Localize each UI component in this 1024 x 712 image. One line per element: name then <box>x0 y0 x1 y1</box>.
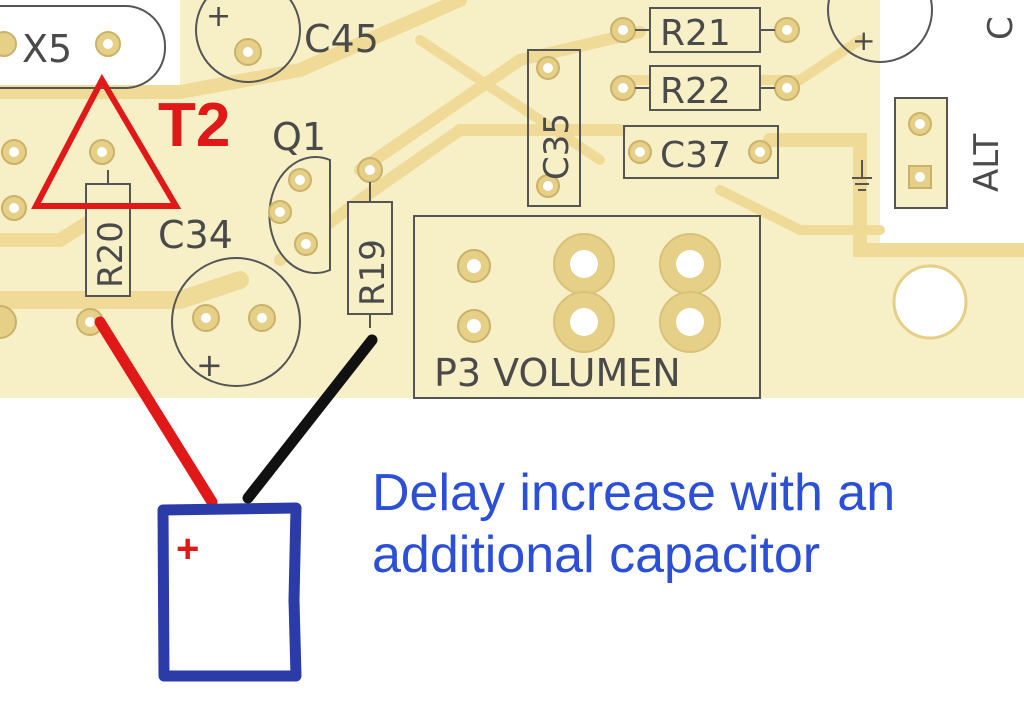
label-c35: C35 <box>537 113 577 180</box>
label-alt: ALT <box>967 133 1007 192</box>
ground-icon <box>852 160 872 191</box>
c34-outline <box>171 257 301 387</box>
r19-outline <box>347 201 393 315</box>
p3-pads <box>553 233 721 353</box>
label-r22: R22 <box>660 71 731 112</box>
x5-pad-left <box>0 31 17 57</box>
label-c34: C34 <box>158 213 233 257</box>
note-line-1: Delay increase with an <box>372 464 896 522</box>
capacitor-plus-mark: + <box>176 527 199 571</box>
r22-outline <box>649 65 761 111</box>
x5-outline <box>0 5 166 89</box>
label-r19: R19 <box>353 239 393 306</box>
c35-outline <box>527 49 581 207</box>
note-line-2: additional capacitor <box>372 526 821 584</box>
label-c45: C45 <box>304 17 379 61</box>
label-r21: R21 <box>660 13 731 54</box>
label-x5: X5 <box>22 27 72 71</box>
label-p3: P3 VOLUMEN <box>434 351 681 395</box>
c45-plus: + <box>206 0 231 34</box>
label-q1: Q1 <box>272 115 326 159</box>
c34-plus: + <box>196 346 223 384</box>
r21-outline <box>649 7 761 53</box>
label-c37: C37 <box>660 135 731 176</box>
label-t2: T2 <box>158 91 230 160</box>
t2-triangle-marker <box>31 73 182 209</box>
annotation-note: Delay increase with an additional capaci… <box>372 462 1012 586</box>
c45-outline <box>195 0 301 83</box>
mounting-hole <box>892 264 968 340</box>
c37-outline <box>623 125 779 179</box>
label-c-partial: C <box>981 16 1021 40</box>
red-wire <box>94 316 218 508</box>
r20-outline <box>85 183 131 297</box>
label-r20: R20 <box>91 221 131 288</box>
additional-capacitor-box <box>157 502 302 682</box>
svg-text:+: + <box>852 24 875 57</box>
capacitor-top-right <box>827 0 933 63</box>
black-wire <box>242 334 378 504</box>
